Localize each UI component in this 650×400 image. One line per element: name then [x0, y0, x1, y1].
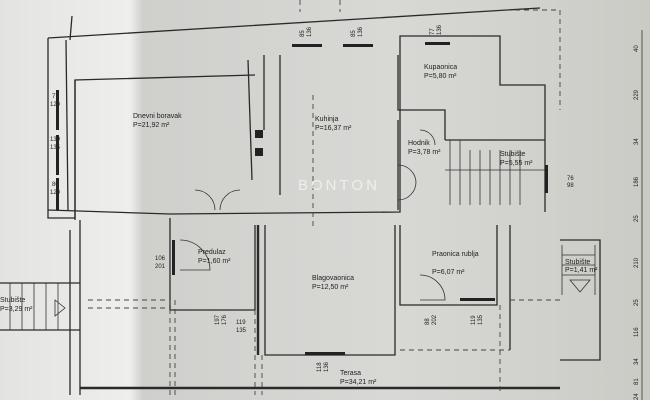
opening-height: 98 — [567, 183, 574, 189]
opening-width: 197 — [215, 314, 221, 325]
room-name: Stubište — [565, 259, 590, 266]
opening-height: 136 — [324, 361, 330, 372]
opening-width: 106 — [155, 256, 166, 262]
chimney-icon — [255, 130, 263, 138]
room-labels: Dnevni boravak P=21,92 m² Kuhinja P=16,3… — [0, 64, 598, 386]
dimension: 34 — [634, 138, 640, 145]
dimension: 229 — [634, 89, 640, 100]
opening-height: 201 — [155, 264, 166, 270]
room-area: P=34,21 m² — [340, 379, 377, 386]
dimension: 24 — [634, 393, 640, 400]
chimney-icon — [255, 148, 263, 156]
walls — [0, 7, 601, 395]
room-name: Predulaz — [198, 249, 226, 256]
dimension: 81 — [634, 378, 640, 385]
room-area: P=3,78 m² — [408, 149, 441, 156]
room-area: P=3,29 m² — [0, 306, 33, 313]
opening-height: 202 — [432, 314, 438, 325]
dimension: 210 — [634, 257, 640, 268]
opening-width: 85 — [300, 30, 306, 37]
doors — [179, 129, 446, 301]
room-area: P=6,07 m² — [432, 269, 465, 276]
opening-width: 77 — [430, 28, 436, 35]
room-area: P=21,92 m² — [133, 122, 170, 129]
room-name: Stubište — [500, 151, 525, 158]
room-area: P=12,50 m² — [312, 284, 349, 291]
room-area: P=16,37 m² — [315, 125, 352, 132]
dimension: 40 — [634, 45, 640, 52]
opening-height: 135 — [236, 328, 247, 334]
opening-height: 135 — [50, 145, 61, 151]
opening-height: 136 — [437, 24, 443, 35]
opening-width: 118 — [317, 362, 323, 372]
dimension: 25 — [634, 215, 640, 222]
room-area: P=1,60 m² — [198, 258, 231, 265]
dimension: 34 — [634, 358, 640, 365]
dimension: 186 — [634, 176, 640, 187]
opening-height: 120 — [50, 190, 61, 196]
right-dimension-chain: 40 229 34 186 25 210 25 116 34 81 24 — [634, 30, 643, 400]
room-name: Hodnik — [408, 140, 430, 147]
opening-width: 119 — [236, 320, 246, 326]
windows — [56, 42, 548, 355]
opening-width: 85 — [351, 30, 357, 37]
dimension: 116 — [634, 327, 640, 337]
opening-dimensions: 85 136 85 136 77 136 77 120 139 135 80 1… — [50, 24, 574, 372]
room-name: Stubište — [0, 297, 25, 304]
opening-height: 136 — [358, 26, 364, 37]
room-name: Blagovaonica — [312, 275, 354, 282]
room-name: Praonica rublja — [432, 251, 479, 258]
opening-height: 120 — [50, 102, 61, 108]
room-name: Dnevni boravak — [133, 113, 182, 120]
opening-width: 80 — [52, 182, 59, 188]
opening-height: 136 — [307, 26, 313, 37]
room-area: P=5,55 m² — [500, 160, 533, 167]
opening-width: 76 — [567, 176, 574, 182]
dashed-lines — [88, 0, 561, 395]
room-name: Kupaonica — [424, 64, 457, 71]
opening-width: 88 — [425, 318, 431, 325]
opening-height: 176 — [222, 314, 228, 325]
room-name: Kuhinja — [315, 116, 338, 123]
opening-width: 139 — [50, 137, 61, 143]
room-name: Terasa — [340, 370, 361, 377]
watermark: BONTON — [298, 177, 380, 194]
stairs — [9, 140, 596, 330]
room-area: P=5,80 m² — [424, 73, 457, 80]
opening-width: 119 — [471, 315, 477, 325]
room-area: P=1,41 m² — [565, 267, 598, 274]
opening-width: 77 — [52, 94, 59, 100]
opening-height: 135 — [478, 314, 484, 325]
dimension: 25 — [634, 299, 640, 306]
